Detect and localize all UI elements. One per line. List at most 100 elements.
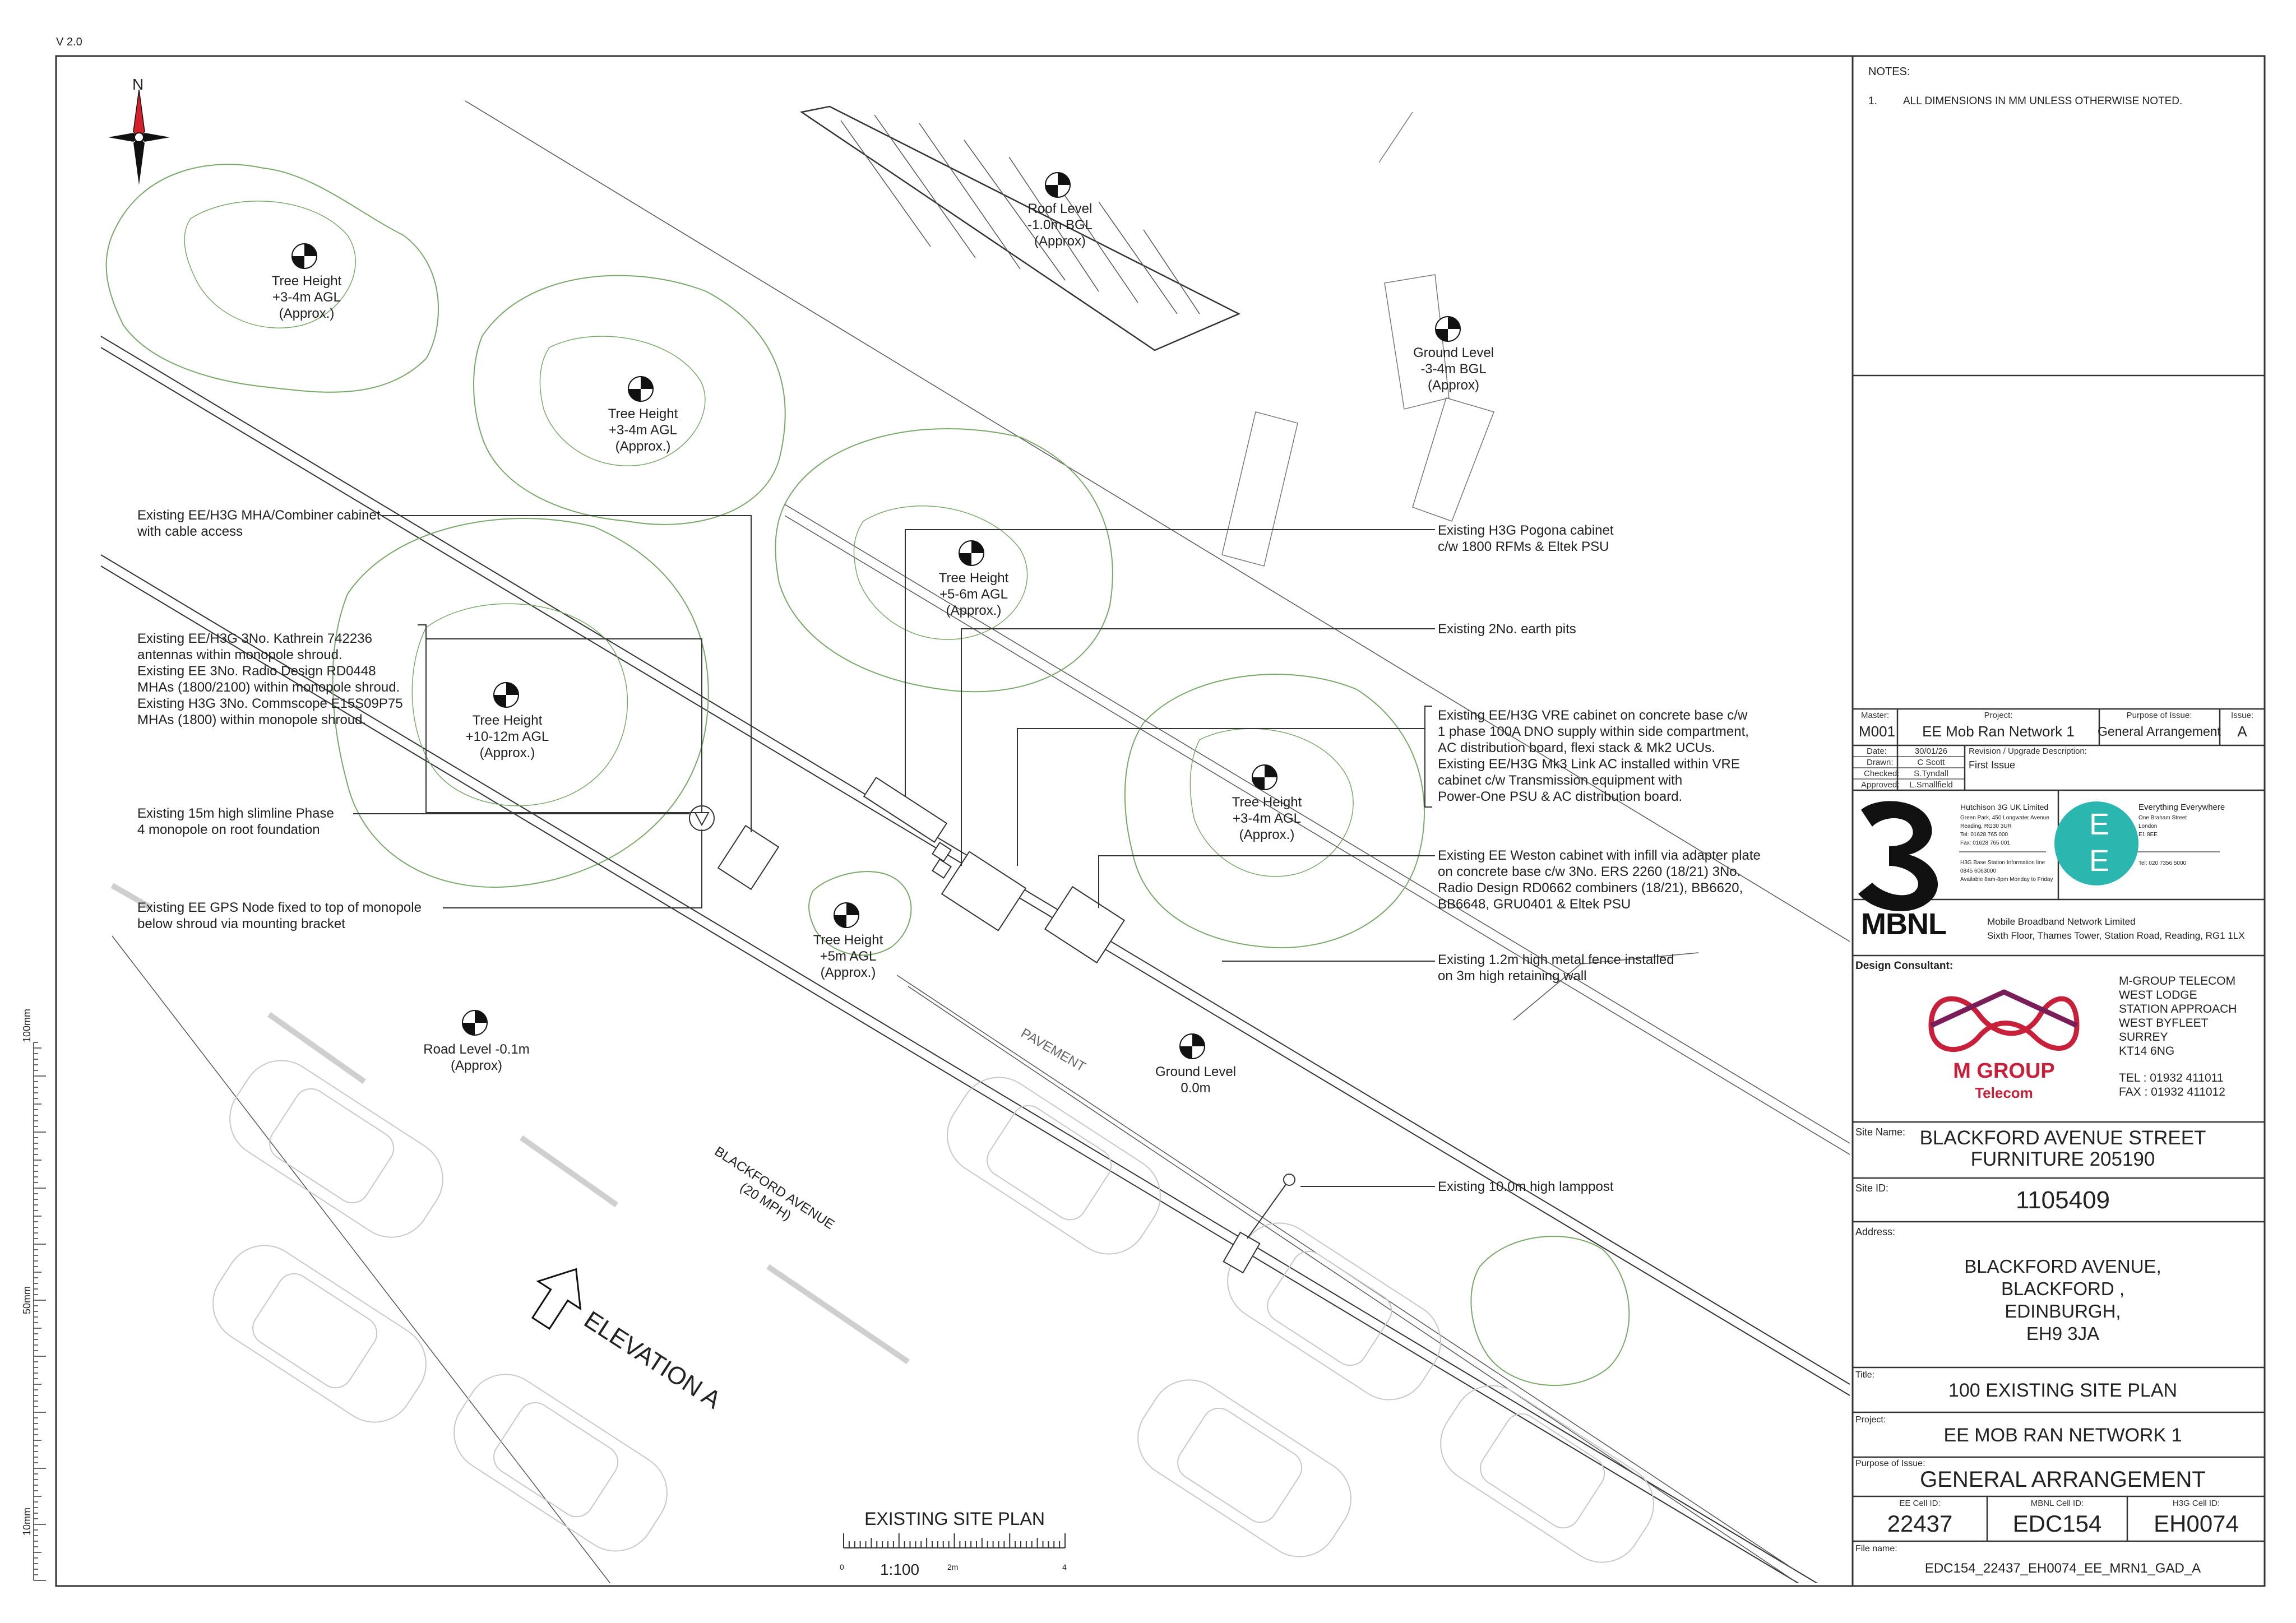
checked-label: Checked: [1864,769,1900,778]
purpose-value: General Arrangement [2098,724,2221,739]
tree-height-label: Tree Height+5m AGL(Approx.) [813,933,883,980]
purpose-label: Purpose of Issue: [2126,711,2192,720]
leader-lines [353,515,1435,1187]
tree-canopy [184,201,356,328]
ground-level-bgl-label: Ground Level-3-4m BGL(Approx) [1413,345,1494,393]
approved-value: L.Smallfield [1909,780,1953,790]
road-level-label: Road Level -0.1m(Approx) [423,1042,530,1073]
mgroup-tel: TEL : 01932 411011 [2119,1072,2224,1084]
date-value: 30/01/26 [1914,746,1948,756]
scale-tick-label: 4 [1062,1562,1067,1571]
mbnl-name: Mobile Broadband Network Limited [1987,916,2136,927]
drawing-title: 100 EXISTING SITE PLAN [1948,1380,2178,1401]
tree-height-label: Tree Height+5-6m AGL(Approx.) [938,571,1009,618]
design-consultant-label: Design Consultant: [1855,960,1954,972]
road-lines [100,100,1850,1583]
tree-canopy [473,275,786,525]
mbnl-logo: MBNL [1861,907,1947,941]
tree-canopy [1124,674,1425,948]
title-label: Title: [1855,1370,1875,1380]
tree-canopy [1470,1236,1630,1386]
mbnl-address: Sixth Floor, Thames Tower, Station Road,… [1987,930,2245,941]
title-block-lines [1853,374,2265,1542]
mgroup-logo-text: M GROUP [1953,1059,2055,1083]
level-marker [1252,764,1277,790]
site-equipment [689,776,1295,1274]
issue-label: Issue: [2230,711,2254,720]
mgroup-logo [1928,989,2080,1052]
annotation-earth-pits: Existing 2No. earth pits [1438,622,1576,637]
parked-cars [212,1060,1654,1563]
tree-canopy [411,603,628,806]
site-id-label: Site ID: [1855,1183,1889,1194]
level-marker [493,682,519,708]
earth-pit [932,859,952,879]
h3g-name: Hutchison 3G UK Limited [1960,803,2049,812]
scale-tick-label: 2m [947,1562,959,1571]
site-id-value: 1105409 [2015,1186,2110,1214]
ee-name: Everything Everywhere [2138,803,2225,812]
mha-cabinet [717,824,780,891]
ee-cell-label: EE Cell ID: [1899,1499,1941,1508]
ee-logo-circle [2054,801,2138,885]
margin-scale-label: 100mm [21,1008,33,1042]
annotation-vre-cabinet: Existing EE/H3G VRE cabinet on concrete … [1438,708,1749,804]
project-value: EE Mob Ran Network 1 [1922,723,2075,740]
scale-tick-label: 0 [840,1562,844,1571]
level-marker [834,902,859,928]
pogona-cabinet [863,776,948,843]
annotation-fence: Existing 1.2m high metal fence installed… [1438,952,1674,984]
version-label: V 2.0 [56,36,82,48]
revision-value: First Issue [1969,759,2016,771]
weston-cabinet [1044,885,1126,964]
earth-pit [932,842,952,862]
level-marker [462,1010,488,1036]
address-label: Address: [1855,1226,1896,1237]
approved-label: Approved: [1861,780,1900,790]
tree-height-label: Tree Height+3-4m AGL(Approx.) [1232,795,1302,842]
north-compass [108,89,170,185]
compass-north-label: N [132,76,144,93]
notes-heading: NOTES: [1868,66,1910,78]
lamppost-head [1283,1174,1295,1186]
scale-ratio: 1:100 [879,1561,920,1578]
level-marker [959,540,984,566]
tree-canopy [775,428,1113,693]
h3g-cell-label: H3G Cell ID: [2172,1499,2220,1508]
level-marker [1179,1033,1205,1059]
annotation-lamppost: Existing 10.0m high lamppost [1438,1179,1614,1194]
sheet-border [55,55,2266,1587]
note-number: 1. [1868,95,1877,107]
issue-value: A [2237,723,2247,740]
annotation-weston-cabinet: Existing EE Weston cabinet with infill v… [1438,848,1761,912]
mbnl-cell-value: EDC154 [2012,1510,2102,1537]
scale-bar-title: EXISTING SITE PLAN [864,1509,1045,1529]
note-text: ALL DIMENSIONS IN MM UNLESS OTHERWISE NO… [1903,95,2183,107]
tree-height-label: Tree Height+3-4m AGL(Approx.) [271,273,342,321]
site-name-label: Site Name: [1855,1126,1906,1138]
margin-scale [33,1042,46,1581]
ee-cell-value: 22437 [1887,1510,1953,1537]
mgroup-fax: FAX : 01932 411012 [2119,1086,2225,1098]
scale-bar [843,1533,1066,1548]
vre-cabinet [941,851,1027,931]
annotation-gps-node: Existing EE GPS Node fixed to top of mon… [137,900,422,931]
tree-canopy [539,336,706,466]
project-label: Project: [1984,711,2013,720]
margin-scale-label: 50mm [21,1286,33,1314]
ee-tel: Tel: 020 7356 5000 [2138,860,2187,866]
level-markers [291,172,1461,1059]
project2-value: EE MOB RAN NETWORK 1 [1943,1425,2182,1446]
tree-height-label: Tree Height+10-12m AGL(Approx.) [465,713,549,761]
purpose2-value: GENERAL ARRANGEMENT [1920,1467,2206,1492]
